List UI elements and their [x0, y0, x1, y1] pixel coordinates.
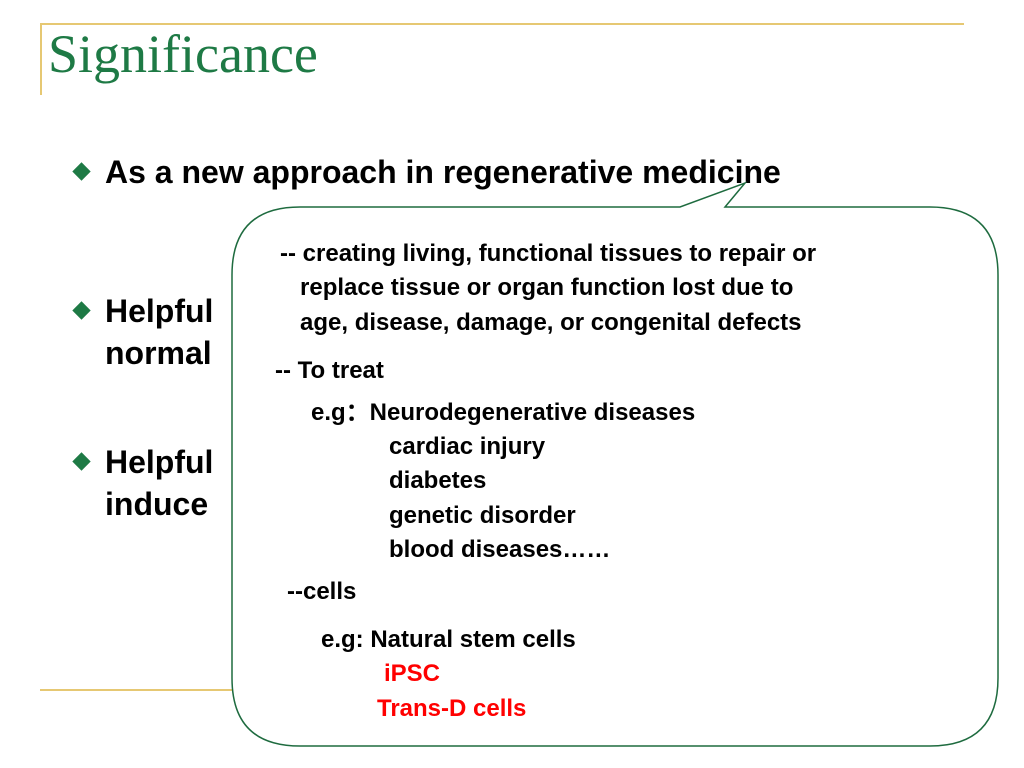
callout-line-definition-3: age, disease, damage, or congenital defe… — [300, 309, 802, 336]
left-rule — [40, 23, 42, 95]
top-rule — [40, 23, 964, 25]
callout-line-example-diseases: e.g：Neurodegenerative diseases — [311, 399, 696, 426]
callout-line-cardiac: cardiac injury — [389, 433, 546, 460]
bullet-text: As a new approach in regenerative medici… — [105, 154, 781, 190]
slide-title: Significance — [48, 24, 318, 84]
callout-line-blood: blood diseases…… — [389, 536, 611, 563]
callout-line-definition-2: replace tissue or organ function lost du… — [300, 274, 794, 301]
callout-line-cells: --cells — [287, 578, 357, 605]
bullet-text-continued: normal — [105, 335, 212, 371]
callout-line-definition: -- creating living, functional tissues t… — [280, 240, 817, 267]
callout-line-trans-d-cells: Trans-D cells — [377, 695, 527, 722]
callout-line-diabetes: diabetes — [389, 467, 487, 494]
callout-line-natural-stem-cells: e.g: Natural stem cells — [321, 626, 576, 653]
bullet-text: Helpful — [105, 293, 214, 329]
bullet-text: Helpful — [105, 444, 214, 480]
bullet-text-continued: induce — [105, 486, 209, 522]
callout-line-ipsc: iPSC — [384, 660, 441, 687]
bottom-rule — [40, 689, 290, 691]
callout-line-to-treat: -- To treat — [275, 357, 384, 384]
callout-line-genetic: genetic disorder — [389, 502, 576, 529]
